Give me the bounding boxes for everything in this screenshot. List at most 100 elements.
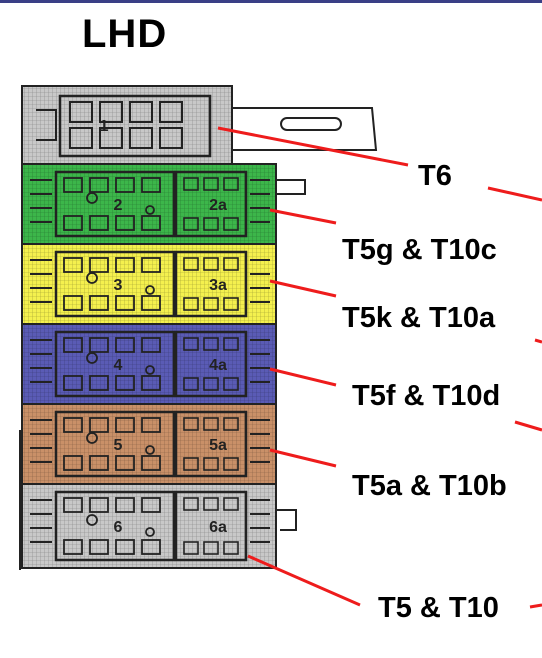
connector-4-cavity bbox=[223, 337, 239, 351]
connector-4-cavity bbox=[223, 377, 239, 391]
connector-6-cavity bbox=[223, 541, 239, 555]
connector-6-peg bbox=[145, 527, 155, 537]
connector-2-cavity bbox=[141, 215, 161, 231]
connector-3-cavity bbox=[183, 297, 199, 311]
connector-4-cavity bbox=[115, 375, 135, 391]
connector-2-cavity bbox=[89, 215, 109, 231]
connector-6-cavity bbox=[203, 497, 219, 511]
connector-5-cavity bbox=[203, 417, 219, 431]
connector-3-cavity bbox=[89, 295, 109, 311]
connector-2a-label: 2a bbox=[209, 197, 227, 214]
callout-t5g-t10c: T5g & T10c bbox=[342, 234, 497, 266]
connector-6-cavity bbox=[203, 541, 219, 555]
connector-2-right-housing bbox=[174, 170, 248, 238]
connector-3-left-housing bbox=[54, 250, 176, 318]
leader-line-6b bbox=[529, 603, 542, 609]
connector-1: 1 bbox=[21, 85, 233, 165]
connector-6-peg bbox=[86, 514, 98, 526]
connector-4-cavity bbox=[141, 337, 161, 353]
connector-3-hatch bbox=[22, 244, 276, 324]
connector-4-label: 4 bbox=[114, 357, 123, 374]
leader-line-3 bbox=[269, 279, 337, 298]
connector-6-cavity bbox=[183, 497, 199, 511]
connector-4-cavity bbox=[203, 337, 219, 351]
connector-5-right-housing bbox=[174, 410, 248, 478]
connector-5-cavity bbox=[183, 417, 199, 431]
connector-5-cavity bbox=[223, 457, 239, 471]
connector-4-hatch bbox=[22, 324, 276, 404]
diagram-title: LHD bbox=[82, 12, 168, 56]
connector-6-border bbox=[21, 483, 277, 569]
connector-4-cavity bbox=[203, 377, 219, 391]
connector-6-cavity bbox=[141, 497, 161, 513]
connector-6-cavity bbox=[63, 539, 83, 555]
connector-2-cavity bbox=[223, 217, 239, 231]
connector-3-cavity bbox=[203, 257, 219, 271]
connector-6-cavity bbox=[183, 541, 199, 555]
leader-line-5 bbox=[269, 448, 337, 468]
connector-6-cavity bbox=[63, 497, 83, 513]
connector-3-cavity bbox=[141, 257, 161, 273]
connector-1-cavity bbox=[129, 127, 153, 149]
connector-3-cavity bbox=[115, 295, 135, 311]
connector-1-cavity bbox=[69, 127, 93, 149]
connector-2-cavity bbox=[115, 215, 135, 231]
connector-6-right-housing bbox=[174, 490, 248, 562]
callout-t5f-t10d: T5f & T10d bbox=[352, 380, 501, 412]
connector-5-cavity bbox=[89, 455, 109, 471]
connector-3-cavity bbox=[141, 295, 161, 311]
connector-4-cavity bbox=[183, 337, 199, 351]
connector-4-cavity bbox=[115, 337, 135, 353]
connector-1-label: 1 bbox=[100, 118, 109, 135]
leader-line-1b bbox=[487, 186, 542, 202]
connector-4-left-housing bbox=[54, 330, 176, 398]
connector-4-cavity bbox=[63, 375, 83, 391]
leader-line-4b bbox=[514, 420, 542, 432]
connector-4-cavity bbox=[183, 377, 199, 391]
connector-5-cavity bbox=[115, 417, 135, 433]
connector-3-cavity bbox=[89, 257, 109, 273]
leader-line-4 bbox=[269, 367, 337, 387]
connector-3-cavity bbox=[223, 257, 239, 271]
connector-6-label: 6 bbox=[114, 519, 123, 536]
connector-6: 6 6a bbox=[21, 483, 277, 569]
connector-5-hatch bbox=[22, 404, 276, 484]
connector-4-right-housing bbox=[174, 330, 248, 398]
connector-5-cavity bbox=[141, 417, 161, 433]
connector-6-cavity bbox=[89, 497, 109, 513]
top-rule bbox=[0, 0, 542, 3]
connector-2-peg bbox=[145, 205, 155, 215]
connector-2-cavity bbox=[183, 217, 199, 231]
connector-3-peg bbox=[86, 272, 98, 284]
leader-line-3b bbox=[534, 338, 542, 344]
callout-t5-t10: T5 & T10 bbox=[378, 592, 499, 624]
connector-4-cavity bbox=[89, 337, 109, 353]
connector-2-cavity bbox=[223, 177, 239, 191]
connector-4a-label: 4a bbox=[209, 357, 227, 374]
housing-extensions bbox=[19, 107, 378, 570]
connector-1-cavity bbox=[159, 101, 183, 123]
connector-5-cavity bbox=[63, 455, 83, 471]
connector-3: 3 3a bbox=[21, 243, 277, 325]
connector-5-cavity bbox=[203, 457, 219, 471]
connector-4-cavity bbox=[141, 375, 161, 391]
connector-5-label: 5 bbox=[114, 437, 123, 454]
connector-3-label: 3 bbox=[114, 277, 123, 294]
connector-3-peg bbox=[145, 285, 155, 295]
connector-1-housing bbox=[58, 94, 212, 158]
connector-2-cavity bbox=[203, 217, 219, 231]
connector-2-cavity bbox=[115, 177, 135, 193]
connector-6-cavity bbox=[115, 539, 135, 555]
connector-3a-label: 3a bbox=[209, 277, 227, 294]
connector-4-cavity bbox=[89, 375, 109, 391]
connector-1-cavity bbox=[159, 127, 183, 149]
connector-6a-label: 6a bbox=[209, 519, 227, 536]
connector-5-cavity bbox=[89, 417, 109, 433]
leader-line-1 bbox=[217, 126, 409, 167]
connector-4: 4 4a bbox=[21, 323, 277, 405]
connector-6-hatch bbox=[22, 484, 276, 568]
connector-3-cavity bbox=[63, 295, 83, 311]
